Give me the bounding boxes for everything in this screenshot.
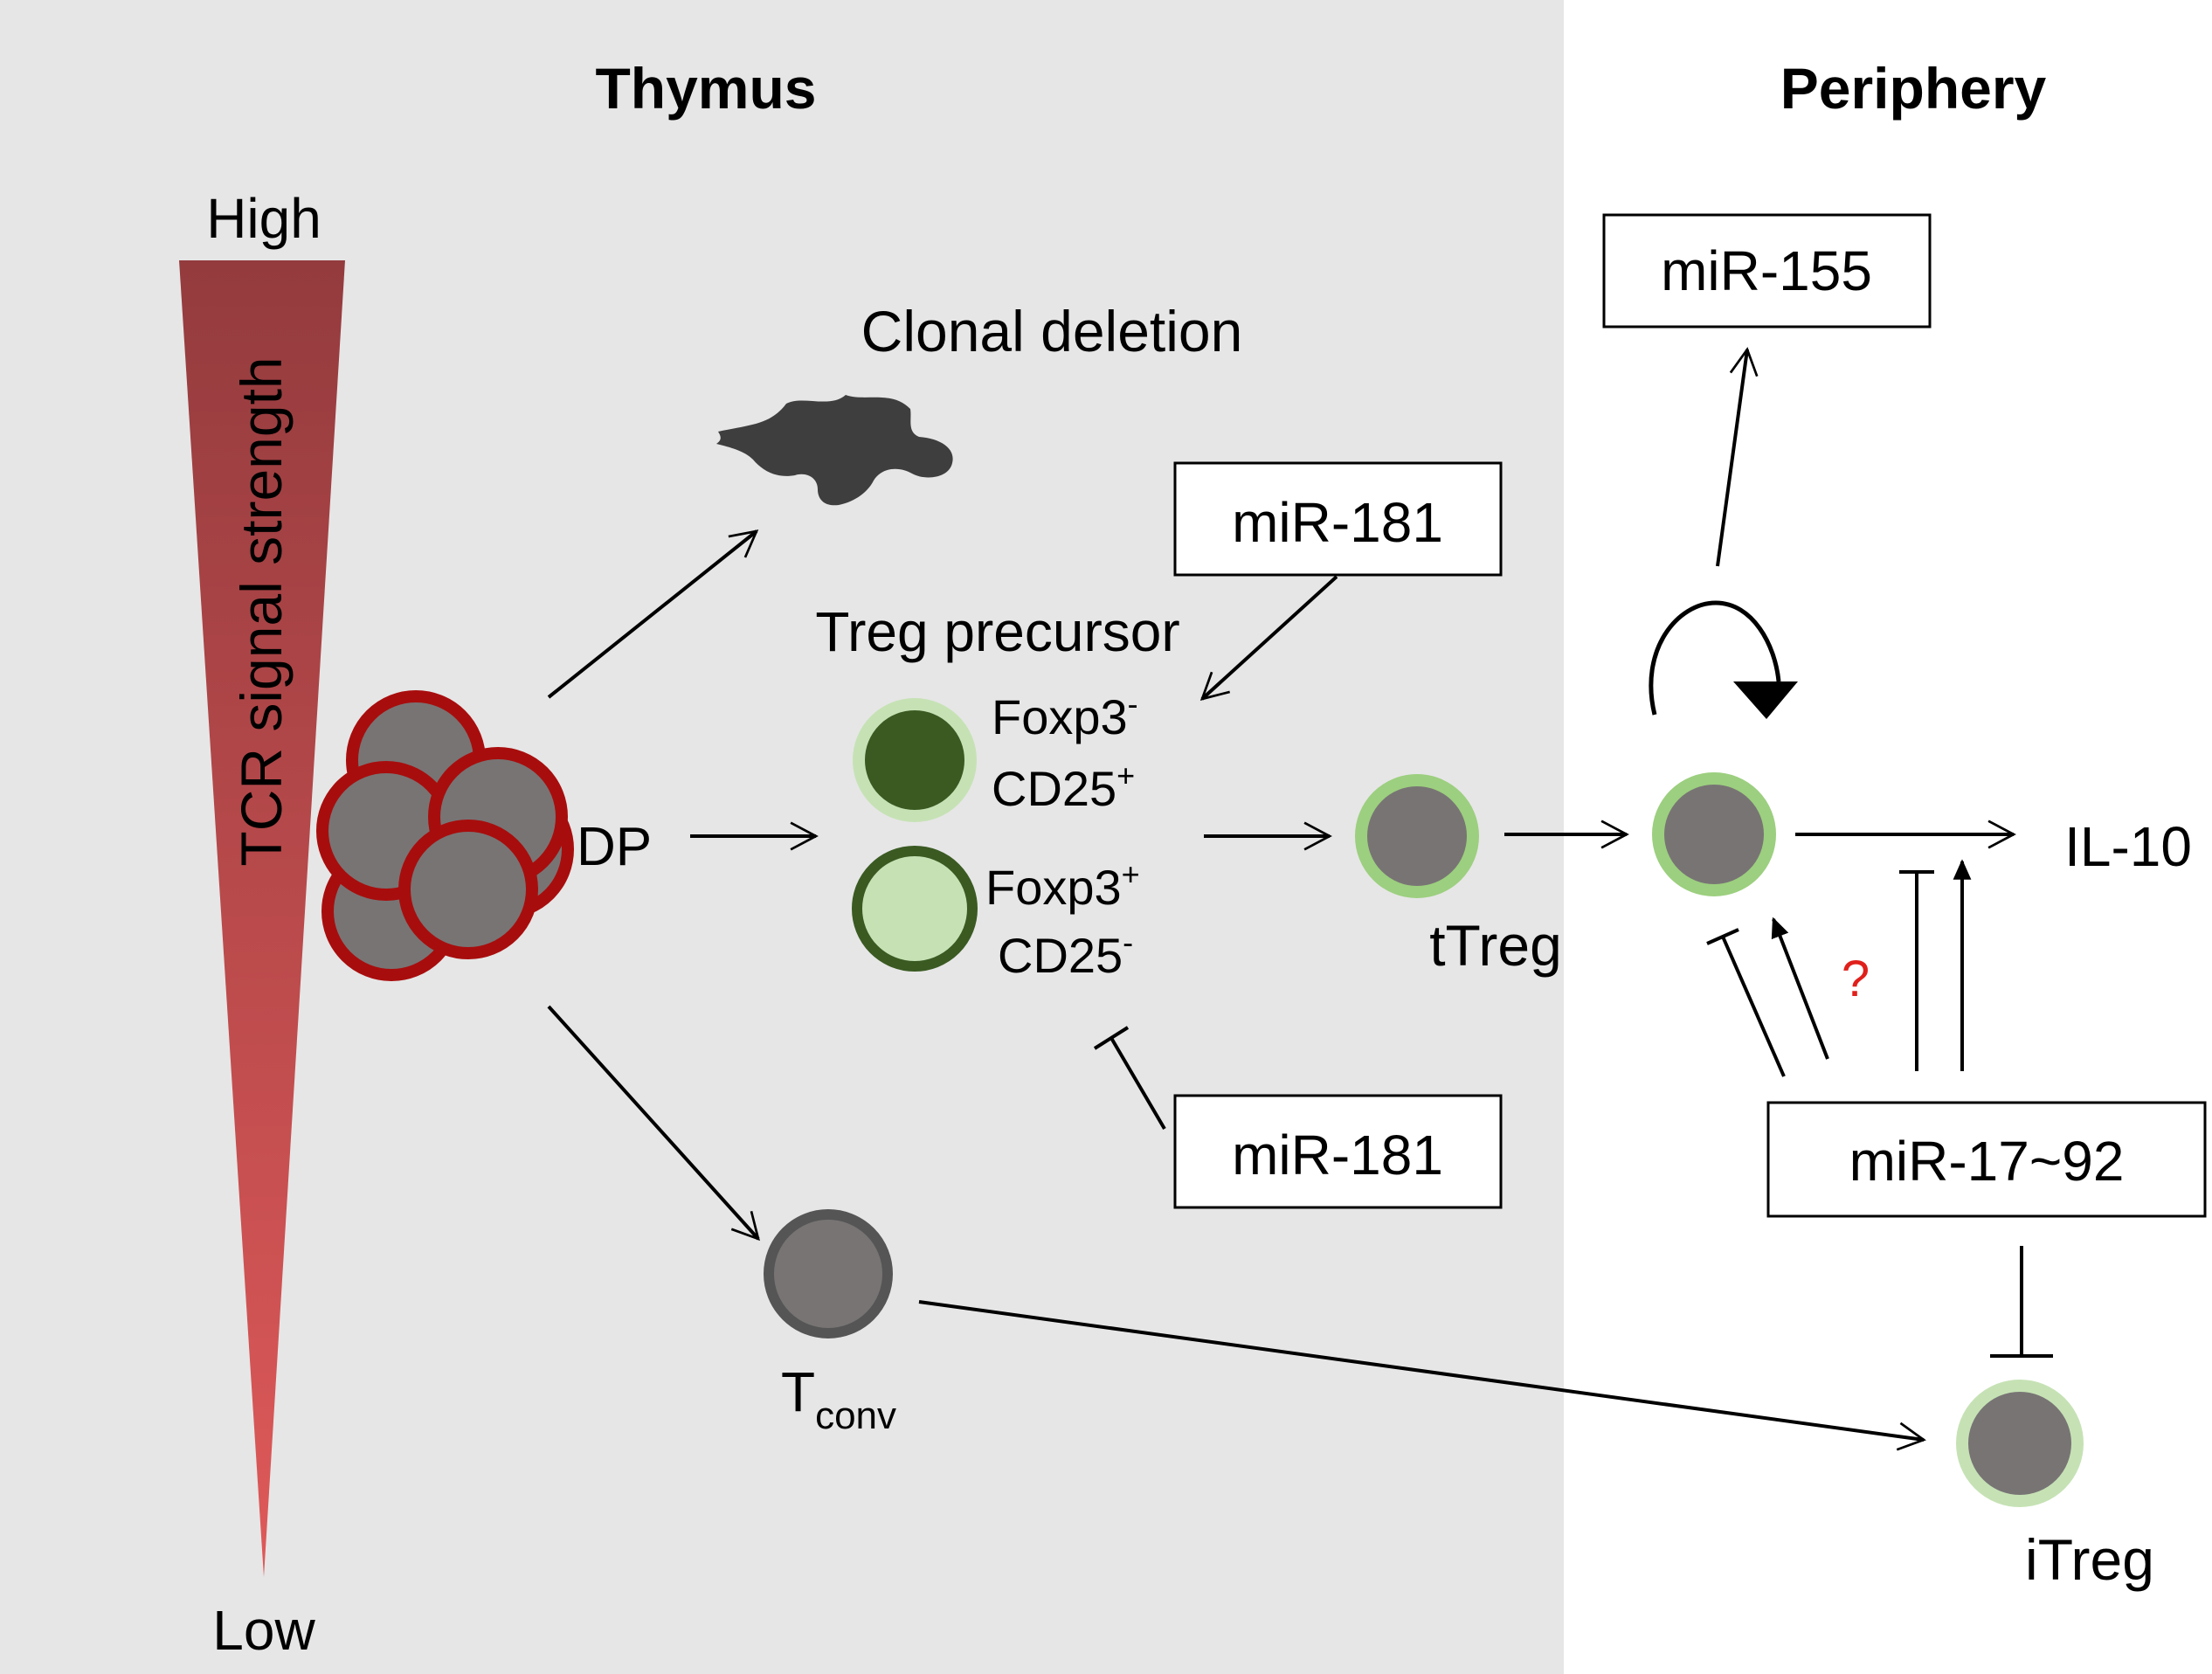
precursor-foxp3pos-cell: [852, 846, 978, 972]
cd25neg-sup: -: [1123, 924, 1133, 960]
foxp3neg-cd25pos-label: Foxp3-: [992, 686, 1138, 744]
mir181-top-label: miR-181: [1232, 491, 1443, 554]
mir17-92-label: miR-17~92: [1849, 1130, 2125, 1193]
arrow-tconv-to-itreg: [918, 1300, 1926, 1451]
inhibit-mir181-to-precursor: [1109, 1036, 1166, 1131]
tconv-main: T: [781, 1360, 815, 1423]
periphery-title: Periphery: [1780, 56, 2047, 121]
mir181-bottom-box: [1173, 1094, 1503, 1209]
question-mark: ?: [1842, 951, 1870, 1007]
clonal-deletion-label: Clonal deletion: [861, 299, 1243, 363]
mir181-top-box: [1173, 461, 1503, 577]
inhibit-mir1792-to-treg: [1721, 936, 1786, 1077]
foxp3neg-text: Foxp3: [992, 689, 1128, 744]
dp-cell-cluster: [316, 690, 574, 981]
ttreg-cell: [1355, 774, 1479, 898]
inhibit-mir1792-treg-bar: [1706, 928, 1739, 945]
foxp3neg-sup: -: [1128, 686, 1138, 722]
cd25neg-text: CD25: [998, 928, 1123, 983]
foxp3pos-text: Foxp3: [985, 860, 1122, 915]
precursor-foxp3neg-cell: [853, 698, 977, 822]
arrow-dp-to-tconv: [547, 1005, 760, 1242]
treg-precursor-label: Treg precursor: [815, 600, 1179, 663]
il10-label: IL-10: [2064, 815, 2192, 878]
cd25pos-sup: +: [1116, 757, 1135, 793]
self-renewal-loop: [1649, 600, 1781, 716]
self-renewal-arrowhead: [1733, 681, 1798, 719]
arrow-dp-to-deletion: [547, 529, 759, 699]
periphery-treg-cell: [1652, 772, 1776, 896]
itreg-cell: [1956, 1380, 2084, 1507]
thymus-title: Thymus: [595, 56, 816, 121]
tconv-cell: [764, 1209, 893, 1339]
cd25pos-label: CD25+: [992, 757, 1135, 816]
foxp3pos-label: Foxp3+: [985, 856, 1140, 915]
itreg-label: iTreg: [2025, 1527, 2154, 1592]
inhibit-mir181-bar: [1093, 1026, 1130, 1050]
arrow-mir181-to-precursor: [1199, 575, 1338, 701]
cd25pos-text: CD25: [992, 761, 1116, 816]
tcr-signal-gradient: [179, 260, 345, 1577]
gradient-axis-label: TCR signal strength: [229, 356, 294, 866]
foxp3pos-sup: +: [1122, 856, 1140, 892]
dp-label: DP: [577, 817, 652, 877]
mir155-label: miR-155: [1661, 239, 1872, 302]
gradient-low-label: Low: [212, 1599, 315, 1662]
mir155-box: [1602, 213, 1932, 329]
cd25neg-label: CD25-: [998, 924, 1133, 983]
ttreg-label: tTreg: [1429, 913, 1562, 978]
apoptotic-cell-icon: [716, 395, 953, 506]
mir17-92-box: [1766, 1101, 2207, 1218]
gradient-high-label: High: [206, 187, 321, 250]
tconv-label: Tconv: [781, 1360, 896, 1437]
mir181-bottom-label: miR-181: [1232, 1124, 1443, 1186]
arrow-to-mir155: [1716, 347, 1759, 567]
activate-mir1792-to-treg: [1771, 917, 1829, 1060]
tconv-sub: conv: [815, 1394, 896, 1437]
